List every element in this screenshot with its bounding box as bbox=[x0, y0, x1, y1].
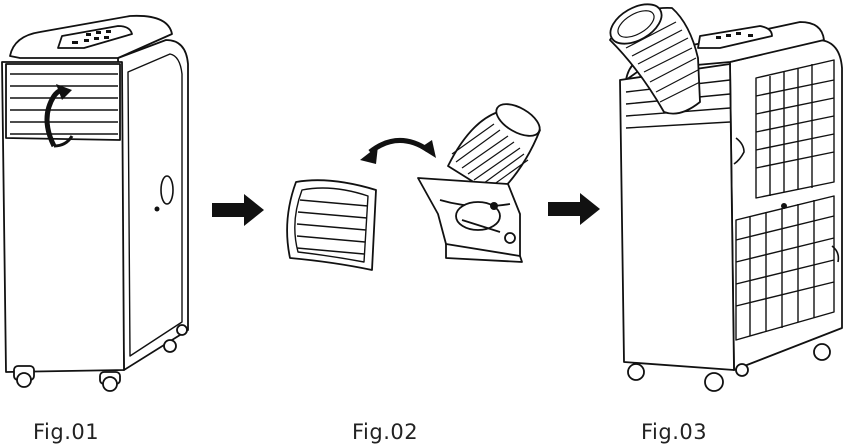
unit-side-panel bbox=[118, 40, 188, 370]
swap-arrow-icon bbox=[370, 140, 428, 152]
arrow-2-icon bbox=[548, 193, 600, 225]
removed-grille bbox=[287, 180, 376, 270]
fig01-air-conditioner bbox=[2, 16, 188, 391]
air-outlet bbox=[6, 64, 120, 140]
side-vent-lower bbox=[736, 196, 834, 340]
wheels bbox=[628, 344, 830, 391]
fig02-caption: Fig.02 bbox=[352, 420, 419, 444]
arrow-1-icon bbox=[212, 194, 264, 226]
fig03-caption: Fig.03 bbox=[641, 420, 708, 444]
side-knob bbox=[161, 176, 173, 204]
side-vent-upper bbox=[756, 60, 834, 198]
fig03-air-conditioner-with-hose bbox=[604, 0, 842, 391]
fig02-grille-and-hose bbox=[287, 98, 545, 270]
control-buttons bbox=[72, 30, 111, 44]
fig01-caption: Fig.01 bbox=[33, 420, 100, 444]
control-panel bbox=[698, 26, 772, 48]
wheels bbox=[14, 325, 187, 391]
outlet-grille-bars bbox=[10, 74, 118, 134]
